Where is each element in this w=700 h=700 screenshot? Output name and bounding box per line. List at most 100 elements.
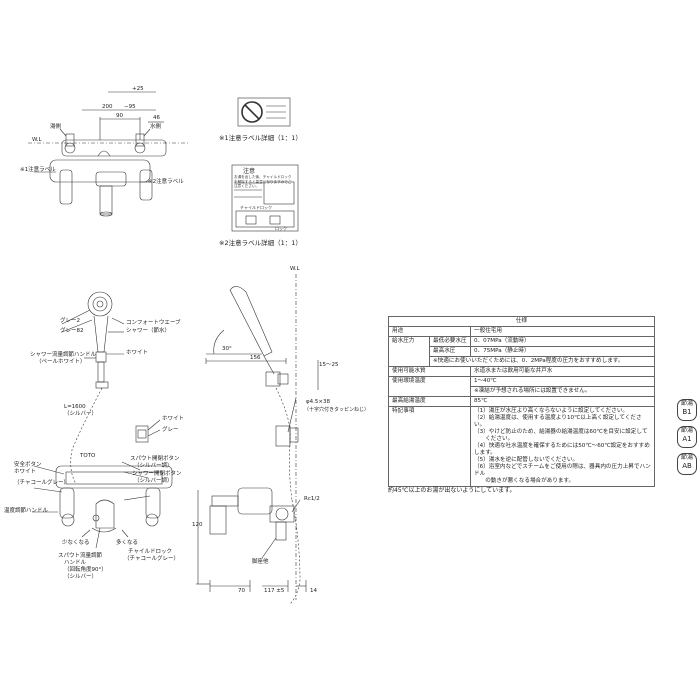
hot-water-side-label: 湯側 [50,124,62,130]
spec-note: （4）快適な吐水温度を確保するためには50℃〜60℃設定をおすすめします。 [474,443,650,456]
top-dim-46: 46 [153,115,160,121]
brand-label: TOTO [80,453,96,459]
spec-note: （6）浴室内などでスチームをご使用の際は、器具内の圧力上昇でハンドル [474,464,651,477]
side-dim-120: 120 [192,522,203,528]
shower-angle-label: 30° [222,346,232,352]
faucet-front-view-lower [32,461,173,549]
spout-button-label: スパウト開閉ボタン [130,456,180,462]
spec-subkey: 最低必要水圧 [429,336,471,347]
safety-button-white: ホワイト [14,469,37,475]
spec-header-row: 仕様 [388,316,655,327]
badge-line2: AB [682,462,692,470]
flow-more-label: 多くなる [116,540,139,546]
spec-key: 使用環境温度 [388,376,471,397]
side-dim-70: 70 [238,588,245,594]
label2-reference: ※2注意ラベル [148,179,184,185]
child-lock-label: チャイルドロック [128,549,172,555]
badge-line1: 節湯 [680,400,693,407]
side-dim-15-25: 15〜25 [319,362,339,368]
caution-label-2-caption: ※2注意ラベル詳細（1：1） [219,239,302,247]
side-dim-117: 117 ±5 [264,588,285,594]
holder-white-label: ホワイト [162,416,185,422]
spout-handle-silver: （シルバー） [64,574,98,580]
top-dim-200: 200 [102,104,113,110]
spec-value: 0．75MPa（静止時） [470,346,655,357]
spec-row: 給水圧力 最低必要水圧 0．07MPa（流動時） [388,336,655,367]
spec-note: （3）やけど防止のため、給湯器の給湯温度は60℃を目安に設定して [474,429,648,435]
spec-row: 最高給湯温度 85℃ [388,396,655,407]
spec-row: 用途 一般住宅用 [388,326,655,337]
caution-label-2-lock-label: ロック [275,226,287,231]
spec-value: 85℃ [470,396,655,407]
badge-line2: A1 [682,435,692,443]
spec-notes-key: 特記事項 [388,406,471,487]
spec-notes: （1）湯圧が水圧より高くならないように設定してください。 （2）給湯温度は、使用… [470,406,655,487]
rc-thread-label: Rc1/2 [304,496,320,502]
spec-value: 1〜40℃ [470,376,655,387]
temperature-handle-label: 温度調節ハンドル [4,508,49,514]
spec-key: 給水圧力 [388,336,430,367]
screw-spec-label: φ4.5×38 [306,399,330,405]
caution-label-2-lock-text: チャイルドロック [240,205,272,210]
spec-value: ※快適にお使いいただくためには、0．2MPa程度の圧力をおすすめします。 [429,356,655,367]
shower-direction-label: シャワー（節水） [126,328,171,334]
spout-button-sub: （シルバー調） [134,463,173,469]
side-dim-14: 14 [310,588,317,594]
spec-note: ください。 [474,436,514,442]
spec-note: （5）湯水を逆に配管しないでください。 [474,457,579,463]
shower-gray-a: グレー2 [60,318,80,324]
spec-value: 一般住宅用 [470,326,655,337]
spec-row: 使用可能水質 水道水または飲用可能な井戸水 [388,366,655,377]
spec-key: 最高給湯温度 [388,396,471,407]
screw-spec-sub: （十字穴付きタッピンねじ） [304,407,370,413]
caution-label-1-drawing [237,97,291,127]
cold-water-side-label: 水側 [150,124,162,130]
comfort-wave-label: コンフォートウエーブ [126,320,181,326]
spec-title: 仕様 [388,316,655,327]
shower-gray-b: グレー82 [60,328,84,334]
shower-holder-view [135,419,161,443]
spec-key: 用途 [388,326,471,337]
spec-subkey: 最高水圧 [429,346,471,357]
badge-line1: 節湯 [680,454,693,461]
faucet-side-view [196,274,319,605]
badge-line1: 節湯 [680,427,693,434]
badge-line2: B1 [682,408,692,416]
caution-label-2-drawing [231,164,299,232]
shower-white-label: ホワイト [126,350,149,356]
flow-less-label: 少なくなる [62,540,90,546]
spec-notes-row: 特記事項 （1）湯圧が水圧より高くならないように設定してください。 （2）給湯温… [388,406,655,487]
holder-gray-label: グレー [162,427,179,433]
base-label: 脚座他 [252,559,269,565]
water-saving-badge-a1: 節湯 A1 [677,426,697,448]
shower-flow-handle-label: シャワー流量調節ハンドル [30,352,97,358]
child-lock-sub: （チャコールグレー） [124,556,179,562]
top-dim-minus95: −95 [124,104,136,110]
shower-button-label: シャワー開閉ボタン [132,471,182,477]
spec-note: （1）湯圧が水圧より高くならないように設定してください。 [474,408,629,414]
spec-table: 仕様 用途 一般住宅用 給水圧力 最低必要水圧 0．07MPa（流動時） 最高水… [388,316,655,487]
safety-button-label: 安全ボタン [14,462,42,468]
safety-button-charcoal: （チャコールグレー） [14,480,69,486]
side-dim-156: 156 [250,355,261,361]
label1-reference: ※1注意ラベル [20,167,56,173]
spec-value: 0．07MPa（流動時） [470,336,655,347]
water-saving-badge-b1: 節湯 B1 [677,399,697,421]
spec-key: 使用可能水質 [388,366,471,377]
top-wl-label: W.L [32,137,42,143]
spout-flow-handle-label2: ハンドル [64,560,87,566]
top-dim-90: 90 [116,113,123,119]
hose-length-label: L=1600 [64,404,86,410]
spec-value: 水道水または飲用可能な井戸水 [470,366,655,377]
top-dim-plus25: +25 [132,86,144,92]
caution-label-1-caption: ※1注意ラベル詳細（1：1） [219,134,302,142]
caution-label-2-text: お湯を出した後、チャイルドロックを解除すると高温になりますのでご注意ください。 [234,175,292,189]
spec-footer-note: 約45℃以上のお湯が出ないようにしています。 [388,487,516,494]
shower-flow-handle-sub: （ペールホワイト） [36,359,86,365]
spec-value: ※凍結が予想される場所には設置できません。 [470,386,655,397]
spout-flow-handle-label: スパウト流量調節 [58,553,103,559]
spec-note: （2）給湯温度は、使用する温度より10℃以上高く設定してください。 [474,415,642,428]
side-wl-label: W.L [290,266,300,272]
spout-rotation-angle: （回転角度90°） [64,567,107,573]
shower-button-sub: （シルバー調） [134,478,173,484]
